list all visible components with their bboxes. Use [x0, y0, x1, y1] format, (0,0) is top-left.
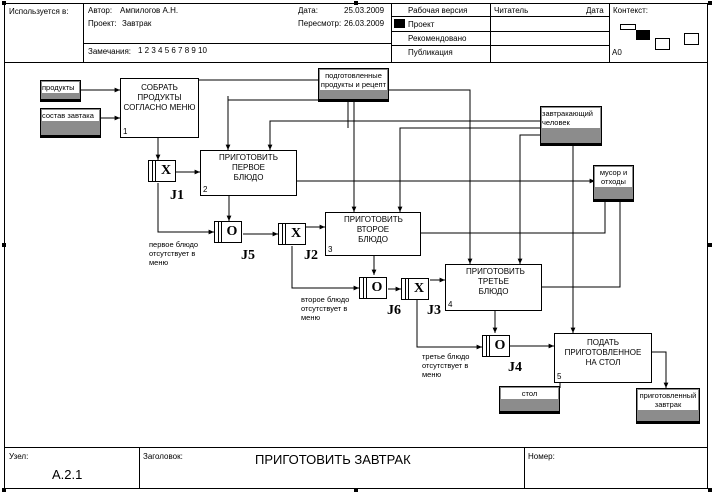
object-label: завтракающий человек — [542, 108, 600, 128]
status-project: Проект — [408, 20, 435, 29]
activity-label: ПРИГОТОВИТЬ ВТОРОЕ БЛЮДО — [344, 215, 403, 244]
object-breakfast-list[interactable]: состав завтака — [40, 108, 101, 138]
review-label: Пересмотр: — [298, 19, 342, 28]
status-publication: Публикация — [408, 48, 453, 57]
activity-box-2[interactable]: ПРИГОТОВИТЬ ПЕРВОЕ БЛЮДО 2 — [200, 150, 297, 196]
header-row-line — [391, 45, 609, 46]
activity-box-5[interactable]: ПОДАТЬ ПРИГОТОВЛЕННОЕ НА СТОЛ 5 — [554, 333, 652, 383]
activity-number: 3 — [328, 245, 333, 254]
notes-label: Замечания: — [88, 47, 132, 56]
object-person[interactable]: завтракающий человек — [540, 106, 602, 146]
number-label: Номер: — [528, 452, 555, 461]
selection-handle[interactable] — [2, 488, 6, 492]
author-name: Ампилогов А.Н. — [120, 6, 179, 15]
object-products[interactable]: продукты — [40, 80, 81, 102]
selection-handle[interactable] — [354, 488, 358, 492]
selection-handle[interactable] — [708, 488, 712, 492]
activity-number: 4 — [448, 300, 453, 309]
object-prepared-products[interactable]: подготовленные продукты и рецепт — [318, 68, 389, 102]
junction-label: J2 — [304, 248, 318, 263]
footer-divider — [139, 447, 140, 489]
activity-box-4[interactable]: ПРИГОТОВИТЬ ТРЕТЬЕ БЛЮДО 4 — [445, 264, 542, 311]
project-name: Завтрак — [122, 19, 152, 28]
junction-label: J4 — [508, 360, 522, 375]
footer-divider — [524, 447, 525, 489]
object-table[interactable]: стол — [499, 386, 560, 414]
page-title: ПРИГОТОВИТЬ ЗАВТРАК — [255, 452, 411, 467]
junction-j6[interactable]: O — [359, 277, 387, 299]
reader-date-label: Дата — [586, 6, 604, 15]
context-box-icon — [655, 38, 670, 50]
context-box-icon — [684, 33, 699, 45]
junction-type: X — [290, 226, 302, 241]
object-label: подготовленные продукты и рецепт — [320, 70, 387, 90]
junction-type: X — [413, 281, 425, 296]
object-trash[interactable]: мусор и отходы — [593, 165, 634, 202]
header-row-line — [391, 16, 609, 17]
junction-j2[interactable]: X — [278, 223, 306, 245]
notes-numbers: 1 2 3 4 5 6 7 8 9 10 — [138, 46, 207, 55]
activity-box-3[interactable]: ПРИГОТОВИТЬ ВТОРОЕ БЛЮДО 3 — [325, 212, 421, 256]
selection-handle[interactable] — [708, 243, 712, 247]
object-label: приготовленный завтрак — [638, 390, 698, 410]
selection-handle[interactable] — [2, 1, 6, 5]
junction-type: O — [226, 224, 238, 239]
selection-handle[interactable] — [354, 1, 358, 5]
object-label: мусор и отходы — [595, 167, 632, 187]
junction-type: X — [160, 163, 172, 178]
junction-j4[interactable]: O — [482, 335, 510, 357]
header-row-line — [391, 31, 609, 32]
reader-label: Читатель — [494, 6, 529, 15]
used-in-label: Используется в: — [9, 7, 69, 16]
junction-label: J5 — [241, 248, 255, 263]
activity-label: ПОДАТЬ ПРИГОТОВЛЕННОЕ НА СТОЛ — [564, 338, 642, 367]
selection-handle[interactable] — [2, 243, 6, 247]
object-label: стол — [501, 388, 558, 399]
project-label: Проект: — [88, 19, 117, 28]
note-third-course: третье блюдо отсутствует в меню — [422, 352, 470, 379]
junction-type: O — [494, 338, 506, 353]
activity-label: СОБРАТЬ ПРОДУКТЫ СОГЛАСНО МЕНЮ — [123, 83, 196, 112]
header-divider — [391, 3, 392, 62]
activity-number: 5 — [557, 372, 562, 381]
junction-j1[interactable]: X — [148, 160, 176, 182]
object-label: состав завтака — [42, 110, 99, 121]
note-second-course: второе блюдо отсутствует в меню — [301, 295, 350, 322]
header-divider — [490, 3, 491, 62]
activity-label: ПРИГОТОВИТЬ ПЕРВОЕ БЛЮДО — [219, 153, 278, 182]
junction-type: O — [371, 280, 383, 295]
title-label: Заголовок: — [143, 452, 183, 461]
footer-top-line — [4, 447, 708, 448]
author-label: Автор: — [88, 6, 113, 15]
header-divider — [83, 3, 84, 62]
note-first-course: первое блюдо отсутствует в меню — [149, 240, 199, 267]
header-bottom-line — [4, 62, 708, 63]
date-value: 25.03.2009 — [344, 6, 385, 15]
context-node: A0 — [612, 48, 622, 57]
activity-label: ПРИГОТОВИТЬ ТРЕТЬЕ БЛЮДО — [466, 267, 525, 296]
header-row-line — [83, 43, 391, 44]
activity-box-1[interactable]: СОБРАТЬ ПРОДУКТЫ СОГЛАСНО МЕНЮ 1 — [120, 78, 199, 138]
node-label: Узел: — [9, 452, 29, 461]
object-ready-breakfast[interactable]: приготовленный завтрак — [636, 388, 700, 424]
junction-label: J3 — [427, 303, 441, 318]
status-recommended: Рекомендовано — [408, 34, 467, 43]
status-marker — [394, 19, 405, 28]
junction-j5[interactable]: O — [214, 221, 242, 243]
junction-label: J6 — [387, 303, 401, 318]
status-working: Рабочая версия — [408, 6, 468, 15]
activity-number: 2 — [203, 185, 208, 194]
junction-j3[interactable]: X — [401, 278, 429, 300]
context-label: Контекст: — [613, 6, 649, 15]
object-label: продукты — [42, 82, 79, 93]
activity-number: 1 — [123, 127, 128, 136]
node-value: А.2.1 — [52, 467, 83, 482]
review-date: 26.03.2009 — [344, 19, 385, 28]
context-box-icon — [636, 30, 650, 40]
selection-handle[interactable] — [708, 1, 712, 5]
date-label: Дата: — [298, 6, 318, 15]
junction-label: J1 — [170, 188, 184, 203]
header-divider — [609, 3, 610, 62]
context-box-icon — [620, 24, 636, 30]
